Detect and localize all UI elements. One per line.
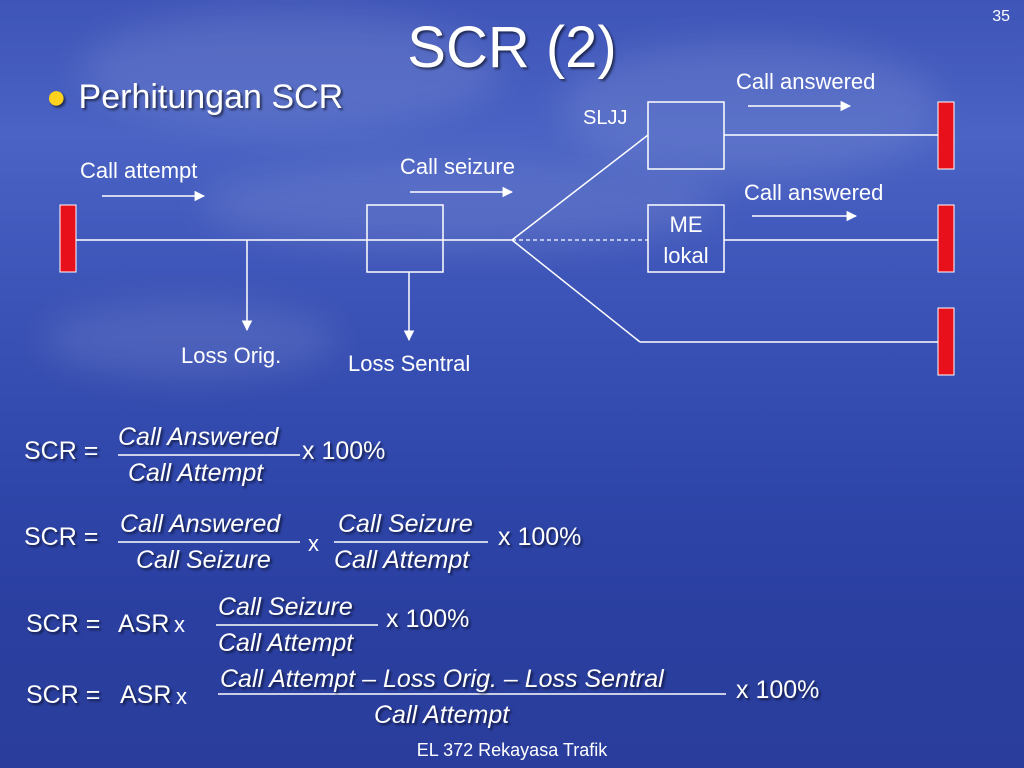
f4-tail: x 100% bbox=[736, 676, 820, 704]
label-sljj: SLJJ bbox=[583, 107, 628, 129]
f1-tail: x 100% bbox=[302, 437, 386, 465]
f3-tail: x 100% bbox=[386, 605, 470, 633]
page-number: 35 bbox=[992, 8, 1010, 25]
endpoint-top bbox=[937, 101, 955, 170]
label-lokal: lokal bbox=[663, 243, 709, 268]
f4-times: x bbox=[176, 684, 187, 709]
bullet-item: ● Perhitungan SCR bbox=[46, 78, 343, 117]
endpoint-origin bbox=[59, 204, 77, 273]
f3-denominator: Call Attempt bbox=[218, 629, 354, 657]
label-me: ME bbox=[669, 212, 703, 237]
label-loss-sentral: Loss Sentral bbox=[348, 351, 471, 376]
f4-denominator: Call Attempt bbox=[374, 701, 510, 729]
f3-asr: ASR bbox=[118, 610, 170, 638]
f2-numerator-2: Call Seizure bbox=[338, 510, 473, 538]
f3-numerator: Call Seizure bbox=[218, 593, 353, 621]
branch-bottom bbox=[511, 239, 641, 343]
sljj-box bbox=[647, 101, 725, 170]
f4-lhs: SCR = bbox=[26, 681, 101, 709]
f3-lhs: SCR = bbox=[26, 610, 101, 638]
f2-lhs: SCR = bbox=[24, 523, 99, 551]
f3-times: x bbox=[174, 612, 185, 637]
slide-title: SCR (2) bbox=[407, 15, 617, 80]
f2-denominator-2: Call Attempt bbox=[334, 546, 470, 574]
f2-denominator-1: Call Seizure bbox=[136, 546, 271, 574]
bullet-dot-icon: ● bbox=[46, 78, 67, 116]
label-call-attempt: Call attempt bbox=[80, 158, 198, 183]
endpoint-mid bbox=[937, 204, 955, 273]
f1-lhs: SCR = bbox=[24, 437, 99, 465]
bullet-text: Perhitungan SCR bbox=[78, 78, 344, 116]
f2-times: x bbox=[308, 531, 319, 556]
endpoint-bottom bbox=[937, 307, 955, 376]
f1-denominator: Call Attempt bbox=[128, 459, 264, 487]
f4-asr: ASR bbox=[120, 681, 172, 709]
label-call-answered-top: Call answered bbox=[736, 69, 876, 94]
f1-numerator: Call Answered bbox=[118, 423, 279, 451]
label-call-seizure: Call seizure bbox=[400, 154, 515, 179]
label-loss-orig: Loss Orig. bbox=[181, 343, 282, 368]
me-lokal-box bbox=[647, 204, 725, 273]
switch-box bbox=[366, 204, 444, 273]
f4-numerator: Call Attempt – Loss Orig. – Loss Sentral bbox=[220, 665, 664, 693]
f2-numerator-1: Call Answered bbox=[120, 510, 281, 538]
label-call-answered-mid: Call answered bbox=[744, 180, 884, 205]
branch-top bbox=[511, 134, 649, 241]
f2-tail: x 100% bbox=[498, 523, 582, 551]
slide-footer: EL 372 Rekayasa Trafik bbox=[416, 740, 608, 760]
